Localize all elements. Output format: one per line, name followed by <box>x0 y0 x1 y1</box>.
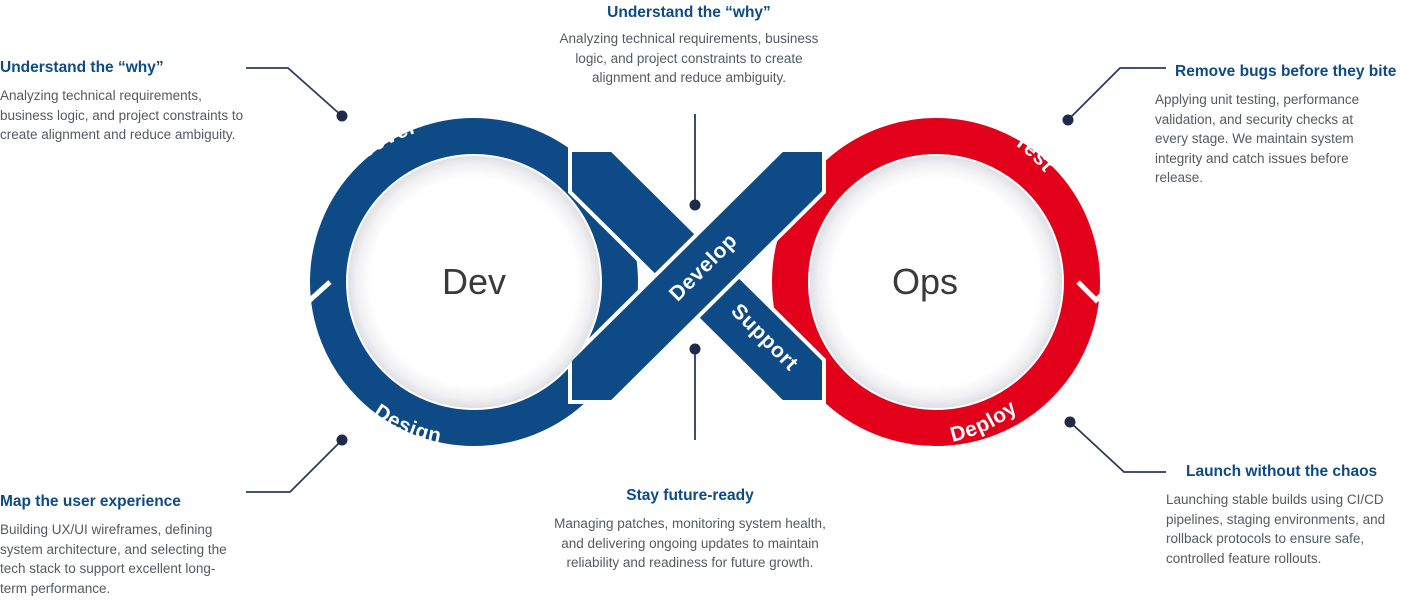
design-title: Map the user experience <box>0 493 181 510</box>
design-dot <box>336 434 348 446</box>
support-dot <box>689 343 701 355</box>
center-crossing <box>568 148 826 404</box>
deploy-description: Launch without the chaos Launching stabl… <box>1166 462 1408 568</box>
ops-core <box>810 156 1062 408</box>
connector-dots <box>336 110 1076 446</box>
test-dot <box>1062 114 1074 126</box>
develop-title: Understand the “why” <box>607 4 771 21</box>
design-text: Building UX/UI wireframes, defining syst… <box>0 522 227 596</box>
dev-core-label: Dev <box>442 261 506 302</box>
design-description: Map the user experience Building UX/UI w… <box>0 492 235 598</box>
discover-title: Understand the “why” <box>0 59 164 76</box>
test-title: Remove bugs before they bite <box>1175 63 1397 80</box>
discover-description: Understand the “why” Analyzing technical… <box>0 58 252 145</box>
support-title: Stay future-ready <box>626 487 754 504</box>
dev-core <box>348 156 600 408</box>
connectors <box>246 67 1166 493</box>
ops-core-label: Ops <box>892 261 958 302</box>
discover-text: Analyzing technical requirements, busine… <box>0 88 244 142</box>
test-text: Applying unit testing, performance valid… <box>1155 92 1360 185</box>
develop-text: Analyzing technical requirements, busine… <box>559 31 819 85</box>
discover-dot <box>336 110 348 122</box>
ops-ring <box>772 118 1100 446</box>
develop-dot <box>689 199 701 211</box>
test-description: Remove bugs before they bite Applying un… <box>1155 62 1405 188</box>
deploy-dot <box>1064 416 1076 428</box>
support-description: Stay future-ready Managing patches, moni… <box>552 486 828 573</box>
support-text: Managing patches, monitoring system heal… <box>554 516 826 570</box>
deploy-title: Launch without the chaos <box>1186 463 1378 480</box>
ring-chevrons <box>288 280 1118 304</box>
develop-description: Understand the “why” Analyzing technical… <box>556 3 822 88</box>
deploy-text: Launching stable builds using CI/CD pipe… <box>1166 492 1386 566</box>
